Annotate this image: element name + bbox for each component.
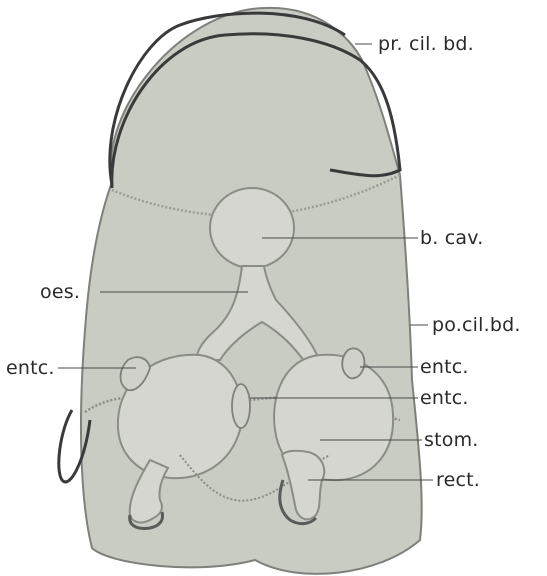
right-enterocoel [342, 348, 364, 378]
label-oes: oes. [40, 281, 80, 303]
label-rect: rect. [436, 469, 480, 491]
label-po-cil-bd: po.cil.bd. [432, 314, 521, 336]
central-enterocoel [232, 384, 250, 428]
buccal-cavity [210, 188, 294, 268]
label-entc-right-lower: entc. [420, 387, 469, 409]
label-pr-cil-bd: pr. cil. bd. [378, 33, 474, 55]
label-entc-right-upper: entc. [420, 356, 469, 378]
label-stom: stom. [424, 429, 479, 451]
label-entc-left: entc. [6, 357, 55, 379]
label-b-cav: b. cav. [420, 227, 483, 249]
